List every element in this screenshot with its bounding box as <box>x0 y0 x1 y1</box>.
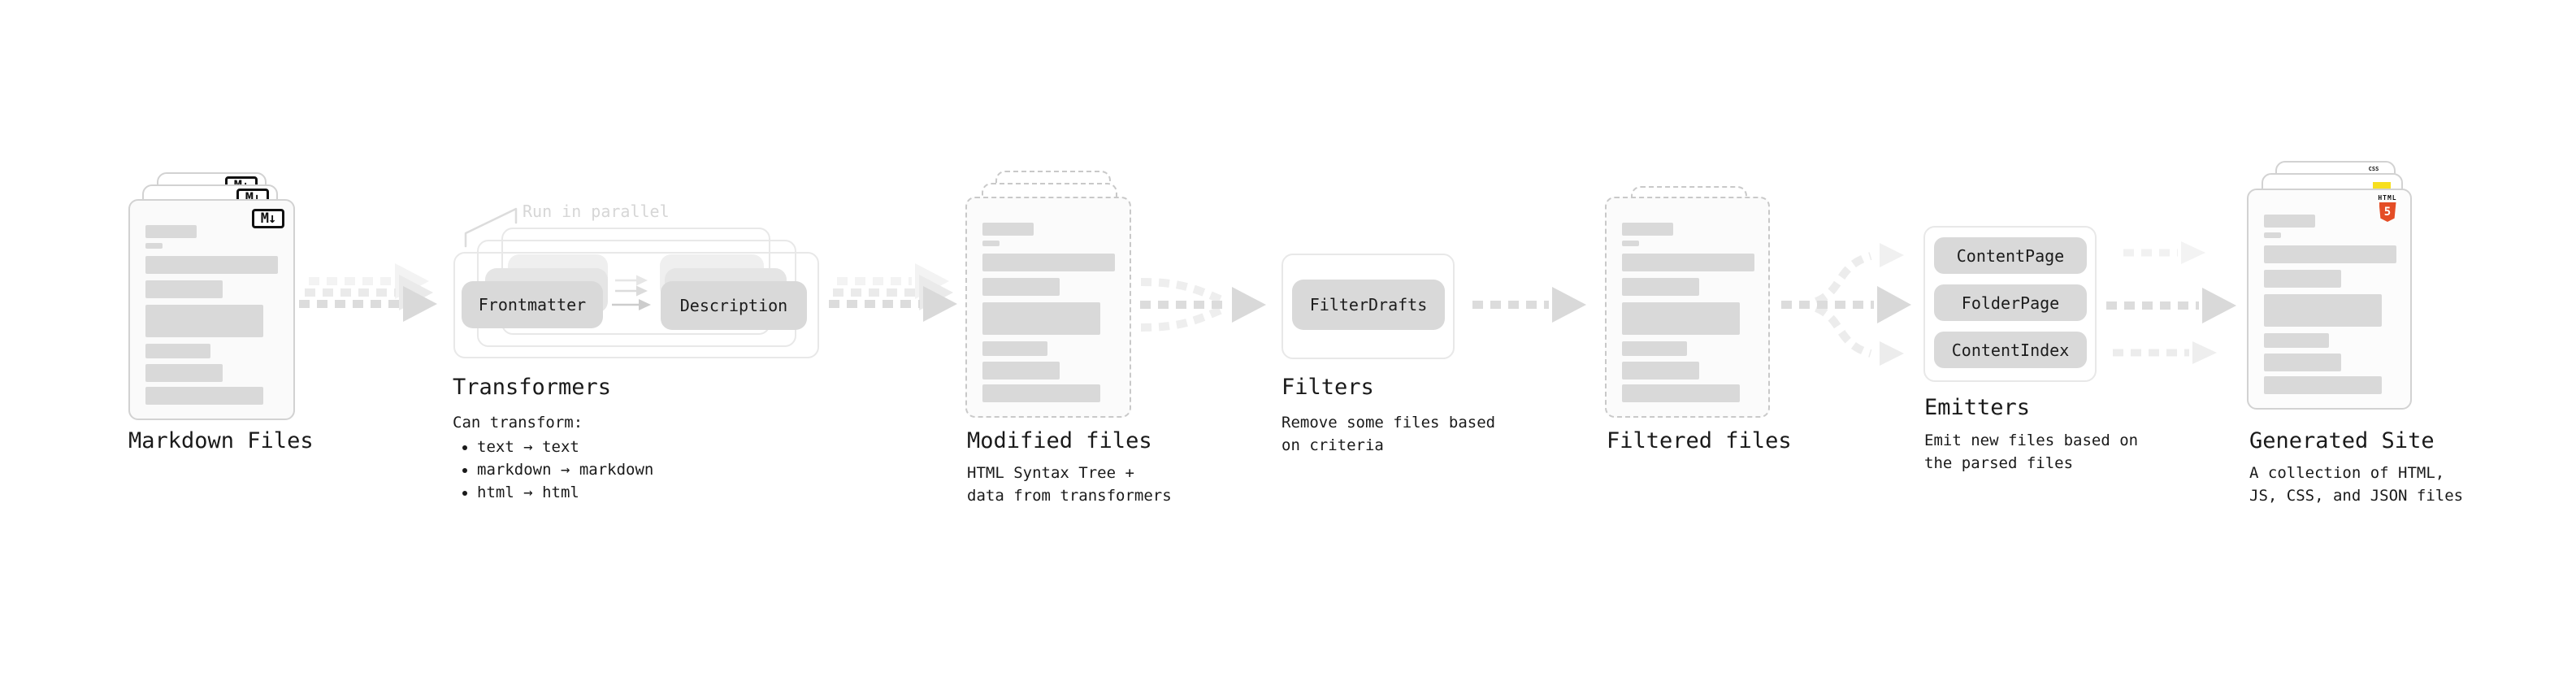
css-badge-label: CSS <box>2368 166 2379 172</box>
markdown-badge-label: M↓ <box>260 210 277 227</box>
text-line <box>1622 278 1699 296</box>
desc-line: Remove some files based <box>1281 414 1496 432</box>
stage-desc-emitters: Emit new files based on the parsed files <box>1924 429 2138 475</box>
flow-arrow-transformers-to-modified <box>829 263 957 322</box>
text-line <box>982 341 1047 356</box>
markdown-icon: M↓ <box>252 209 284 228</box>
transformer-pill-frontmatter: Frontmatter <box>462 281 603 328</box>
stage-title-filters: Filters <box>1281 375 1374 400</box>
flow-arrow-modified-to-filters <box>1140 278 1266 332</box>
text-line <box>2264 245 2396 263</box>
desc-line: JS, CSS, and JSON files <box>2249 487 2464 505</box>
text-line <box>1622 241 1639 246</box>
generated-file-card-html: HTML 5 <box>2247 189 2412 410</box>
text-line <box>145 280 223 298</box>
text-line <box>2264 215 2315 228</box>
transform-item: html → html <box>477 481 653 504</box>
text-line <box>2264 333 2329 348</box>
stage-title-markdown-files: Markdown Files <box>128 428 314 453</box>
desc-heading: Can transform: <box>453 414 583 432</box>
text-line <box>2264 232 2281 238</box>
transform-capabilities-list: text → text markdown → markdown html → h… <box>453 436 653 504</box>
text-line <box>145 364 223 382</box>
doc-text-placeholder <box>2264 215 2400 401</box>
text-line <box>982 384 1100 402</box>
emitter-pill-folderpage: FolderPage <box>1934 284 2087 321</box>
html5-number: 5 <box>2383 206 2392 219</box>
stage-title-filtered-files: Filtered files <box>1607 428 1792 453</box>
text-line <box>982 254 1115 271</box>
text-line <box>145 225 197 238</box>
doc-text-placeholder <box>1622 223 1758 410</box>
desc-line: on criteria <box>1281 436 1384 454</box>
desc-line: data from transformers <box>967 487 1172 505</box>
transform-item: text → text <box>477 436 653 458</box>
text-line <box>1622 341 1687 356</box>
filters-frame <box>1281 254 1455 359</box>
text-line <box>2264 354 2341 371</box>
text-line <box>2264 376 2382 394</box>
html5-shield: 5 <box>2379 202 2396 222</box>
desc-line: Emit new files based on <box>1924 432 2139 449</box>
text-line <box>1622 254 1754 271</box>
text-line <box>2264 294 2382 327</box>
text-line <box>145 344 210 358</box>
text-line <box>1622 362 1699 380</box>
desc-line: the parsed files <box>1924 454 2074 472</box>
text-line <box>982 241 1000 246</box>
flow-arrow-filtered-to-emitters <box>1781 243 1911 366</box>
text-line <box>982 223 1034 236</box>
text-line <box>1622 223 1673 236</box>
text-line <box>145 305 263 337</box>
emitter-pill-contentpage: ContentPage <box>1934 237 2087 274</box>
text-line <box>2264 270 2341 288</box>
stage-desc-modified-files: HTML Syntax Tree + data from transformer… <box>967 462 1172 507</box>
stage-title-generated-site: Generated Site <box>2249 428 2435 453</box>
text-line <box>982 302 1100 335</box>
flow-arrow-emitters-to-generated <box>2106 241 2236 364</box>
text-line <box>145 256 278 274</box>
filtered-file-card <box>1605 197 1770 418</box>
transformer-frame-front <box>453 252 819 358</box>
emitter-pill-contentindex: ContentIndex <box>1934 332 2087 368</box>
filter-pill-filterdrafts: FilterDrafts <box>1292 280 1445 330</box>
doc-text-placeholder <box>145 225 281 412</box>
text-line <box>1622 384 1740 402</box>
run-in-parallel-note: Run in parallel <box>523 202 670 221</box>
stage-title-modified-files: Modified files <box>967 428 1152 453</box>
stage-desc-transformers: Can transform: text → text markdown → ma… <box>453 411 653 504</box>
html5-icon: HTML 5 <box>2375 194 2400 222</box>
markdown-file-card: M↓ <box>128 199 295 420</box>
text-line <box>982 278 1060 296</box>
desc-line: HTML Syntax Tree + <box>967 464 1134 482</box>
stage-title-transformers: Transformers <box>453 375 612 400</box>
modified-file-card <box>965 197 1131 418</box>
stage-desc-filters: Remove some files based on criteria <box>1281 411 1495 457</box>
text-line <box>145 387 263 405</box>
transformer-pill-description: Description <box>661 281 807 330</box>
text-line <box>982 362 1060 380</box>
js-file-icon <box>2373 182 2391 191</box>
flow-arrow-markdown-to-transformers <box>299 263 437 322</box>
stage-title-emitters: Emitters <box>1924 395 2031 420</box>
transform-item: markdown → markdown <box>477 458 653 481</box>
html5-badge-label: HTML <box>2378 194 2397 202</box>
flow-arrow-filters-to-filtered <box>1472 287 1586 323</box>
desc-line: A collection of HTML, <box>2249 464 2445 482</box>
stage-desc-generated-site: A collection of HTML, JS, CSS, and JSON … <box>2249 462 2463 507</box>
emitters-frame <box>1923 226 2097 382</box>
text-line <box>145 243 163 249</box>
doc-text-placeholder <box>982 223 1118 410</box>
text-line <box>1622 302 1740 335</box>
